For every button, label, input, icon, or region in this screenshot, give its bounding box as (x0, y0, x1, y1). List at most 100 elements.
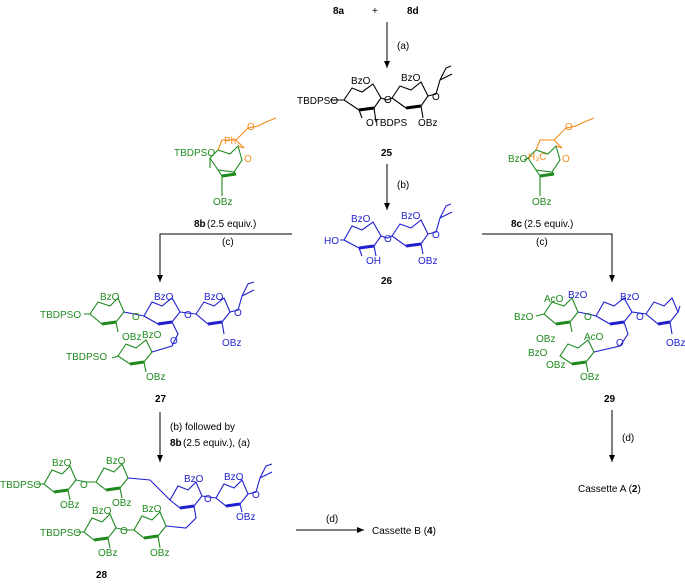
c26-ho: HO (324, 236, 339, 247)
c29-bzo-4: BzO (528, 348, 548, 359)
c8c-equiv: (2.5 equiv.) (524, 219, 573, 230)
arrow-step-c-right (482, 233, 615, 282)
c27-bzo-3: BzO (204, 292, 224, 303)
c8c-o-propargyl: O (565, 122, 573, 133)
c26-oh: OH (366, 256, 381, 267)
c27-tbdpso-1: TBDPSO (40, 310, 81, 321)
c8c-h3c: H₃C (528, 152, 547, 163)
c29-obz-1: OBz (536, 334, 555, 345)
c28-o-2: O (204, 494, 212, 505)
c25-o-allyl: O (432, 92, 440, 103)
c28-o-allyl: O (252, 490, 260, 501)
c26-o-link: O (384, 234, 392, 245)
plus-sign: + (372, 6, 378, 17)
step-b-label: (b) (397, 180, 409, 191)
c27-o-allyl: O (234, 308, 242, 319)
reagent-8d: 8d (407, 6, 419, 17)
c25-obz: OBz (418, 118, 437, 129)
c8b-obz: OBz (213, 197, 232, 208)
step-b-followed-label: (b) followed by (170, 422, 235, 433)
c8c-obz: OBz (532, 197, 551, 208)
arrow-step-c-left (157, 233, 292, 282)
c29-bzo-1: BzO (568, 290, 588, 301)
c27-bzo-4: BzO (142, 330, 162, 341)
compound-25-structure (330, 65, 453, 123)
compound-28-structure (36, 463, 273, 549)
c29-obz-3: OBz (546, 360, 565, 371)
compound-27-label: 27 (155, 394, 167, 405)
c25-tbdpso: TBDPSO (297, 96, 338, 107)
c29-obz-2: OBz (666, 338, 685, 349)
c27-obz-2: OBz (222, 338, 241, 349)
step-c-right-label: (c) (536, 237, 548, 248)
c8b-equiv: (2.5 equiv.) (207, 219, 256, 230)
c28-obz-1: OBz (60, 500, 79, 511)
reagent-8b-structure (209, 117, 277, 196)
c28-equiv-step: (2.5 equiv.), (a) (183, 438, 250, 449)
c27-obz-3: OBz (146, 372, 165, 383)
c28-bzo-3: BzO (184, 474, 204, 485)
c29-aco-1: AcO (544, 294, 564, 305)
c28-o-1: O (80, 480, 88, 491)
reagent-8c-structure (523, 117, 595, 196)
c29-o-2: O (636, 312, 644, 323)
c28-bzo-2: BzO (106, 456, 126, 467)
c28-bzo-4: BzO (224, 472, 244, 483)
c29-bzo-2: BzO (620, 292, 640, 303)
reagent-8c-label: 8c (511, 219, 523, 230)
compound-29-label: 29 (604, 394, 616, 405)
cassette-a-label: Cassette A (2) (578, 484, 641, 495)
c28-bzo-6: BzO (142, 504, 162, 515)
c27-obz-1: OBz (122, 332, 141, 343)
c28-obz-3: OBz (236, 512, 255, 523)
c29-bzo-3: BzO (514, 312, 534, 323)
c25-bzo-right: BzO (401, 73, 421, 84)
c28-bzo-5: BzO (92, 506, 112, 517)
c27-bzo-2: BzO (154, 292, 174, 303)
c28-bzo-1: BzO (52, 458, 72, 469)
reagent-8b-label: 8b (194, 219, 206, 230)
c27-o-3: O (170, 336, 178, 347)
c27-o-2: O (184, 310, 192, 321)
c28-obz-5: OBz (150, 548, 169, 559)
c29-o-1: O (584, 312, 592, 323)
compound-25-label: 25 (381, 148, 393, 159)
c26-o-allyl: O (432, 230, 440, 241)
c27-tbdpso-2: TBDPSO (66, 352, 107, 363)
compound-28-label: 28 (96, 570, 108, 581)
compound-29-structure (535, 297, 681, 373)
c28-o-3: O (120, 526, 128, 537)
c27-bzo-1: BzO (100, 292, 120, 303)
c29-o-3: O (616, 338, 624, 349)
c29-aco-2: AcO (584, 332, 604, 343)
compound-26-label: 26 (381, 276, 393, 287)
c26-obz: OBz (418, 256, 437, 267)
step-c-left-label: (c) (222, 237, 234, 248)
step-d-right-label: (d) (622, 433, 634, 444)
c25-otbdps: OTBDPS (366, 118, 407, 129)
reagent-8a: 8a (333, 6, 345, 17)
c26-bzo-right: BzO (401, 211, 421, 222)
c25-o-link: O (384, 95, 392, 106)
c8b-o-ring: O (244, 154, 252, 165)
c8c-o-ring: O (562, 154, 570, 165)
c29-obz-4: OBz (580, 372, 599, 383)
c8b-o-propargyl: O (247, 122, 255, 133)
c28-tbdpso-1: TBDPSO (0, 480, 41, 491)
c28-reagent-8b: 8b (170, 438, 182, 449)
c26-bzo-left: BzO (351, 214, 371, 225)
c8b-ph: Ph (224, 136, 236, 147)
compound-27-structure (84, 281, 255, 373)
c28-obz-4: OBz (98, 548, 117, 559)
compound-26-structure (340, 203, 453, 257)
c8b-tbdpso: TBDPSO (174, 148, 215, 159)
c28-tbdpso-2: TBDPSO (40, 528, 81, 539)
cassette-b-label: Cassette B (4) (372, 526, 436, 537)
c28-obz-2: OBz (112, 498, 131, 509)
c8c-bzo: BzO (508, 154, 528, 165)
c27-o-1: O (132, 312, 140, 323)
step-a-label: (a) (397, 41, 409, 52)
step-d-left-label: (d) (326, 514, 338, 525)
c25-bzo-left: BzO (351, 76, 371, 87)
